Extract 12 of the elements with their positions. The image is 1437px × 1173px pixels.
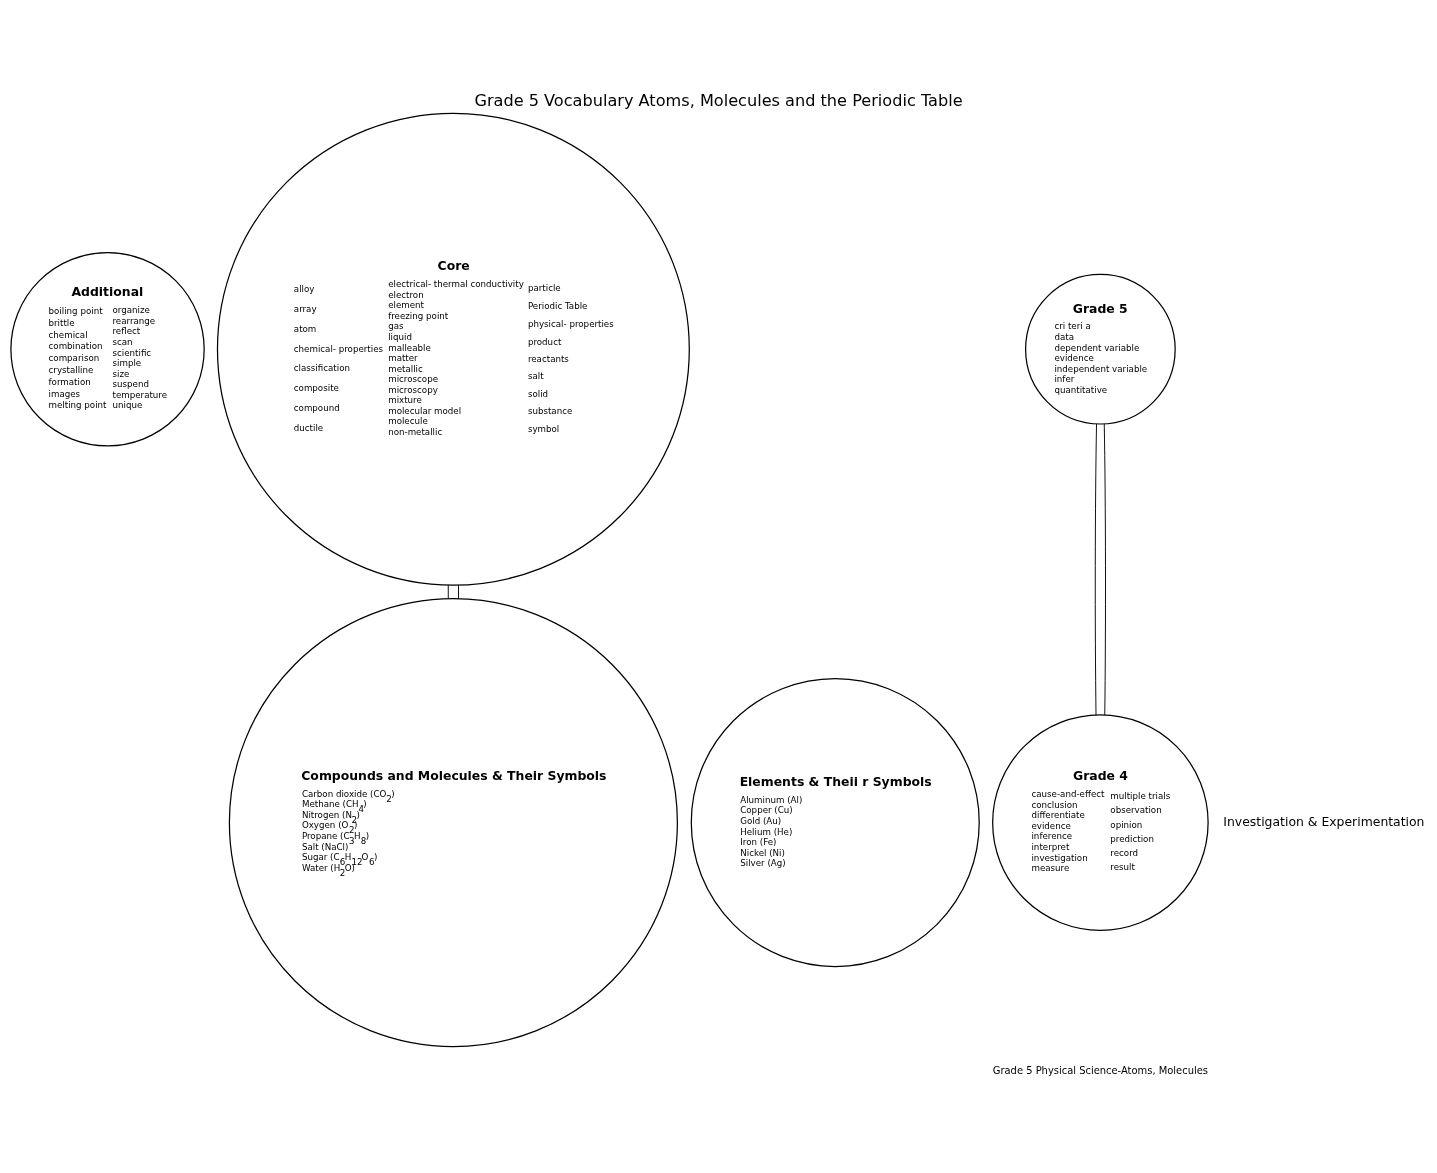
connector [1103, 423, 1106, 716]
node-circle: Additional boiling point brittle chemical combination comparison crystalline formation images melting point organize rearrange reflect scan scientific simple size suspend temperature unique [10, 251, 205, 447]
node-circle: Grade 5 cri teri a data dependent variable evidence independent variable infer quantitative [1025, 273, 1176, 425]
diagram-title: Grade 5 Vocabulary Atoms, Molecules and the Periodic Table [474, 90, 963, 110]
connector [1094, 423, 1097, 716]
node-circle: Grade 4 cause-and-effect conclusion differentiate evidence inference interpret investigation measure multiple trials observation opinion prediction record result [992, 714, 1209, 931]
node-circle: Core alloy array atom chemical- properties classification composite compound ductile electrical- thermal conductivity electron element freezing point gas liquid malleable matter metallic microscope microscopy mixture molecular model molecule non-metallic particle Periodic Table physical- properties product reactants salt solid substance symbol [216, 112, 690, 586]
connector [447, 584, 449, 600]
node-circle: Elements & Theii r Symbols Aluminum (Al) Copper (Cu) Gold (Au) Helium (He) Iron (Fe) Nickel (Ni) Silver (Ag) [690, 678, 980, 968]
connector [458, 584, 459, 600]
caption: Grade 5 Physical Science-Atoms, Molecules [992, 1064, 1208, 1076]
label: Investigation & Experimentation [1223, 813, 1425, 829]
